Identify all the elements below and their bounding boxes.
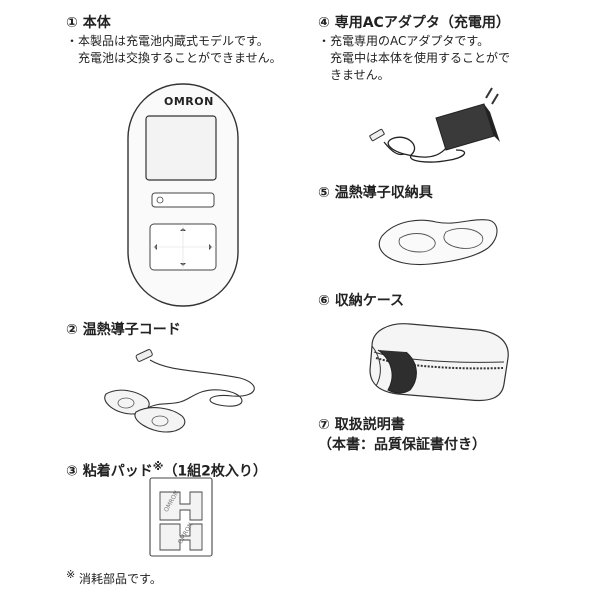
adapter-note-1: ・充電専用のACアダプタです。: [318, 34, 490, 48]
cord-title: ② 温熱導子コード: [66, 322, 181, 338]
device-brand-logo: OMRON: [164, 95, 214, 108]
adapter-title: ④ 専用ACアダプタ（充電用）: [318, 15, 510, 31]
adapter-note-2: 充電中は本体を使用することがで: [318, 51, 511, 65]
body-note-2: 充電池は交換することができません。: [66, 51, 282, 65]
footnote: ※ 消耗部品です。: [66, 568, 162, 586]
case-title: ⑥ 収納ケース: [318, 293, 405, 309]
device-power-button: [151, 192, 215, 208]
manual-title: ⑦ 取扱説明書: [318, 417, 405, 433]
device-screen: [145, 115, 217, 181]
storage-title: ⑤ 温熱導子収納具: [318, 185, 433, 201]
adapter-note-3: きません。: [318, 68, 390, 82]
pads-consumable-mark: ※: [152, 460, 164, 473]
footnote-mark: ※: [66, 568, 76, 581]
pads-title: ③ 粘着パッド※（1組2枚入り）: [66, 460, 267, 480]
manual-subtitle: （本書：品質保証書付き）: [318, 437, 486, 453]
body-title: ① 本体: [66, 15, 111, 31]
body-note-1: ・本製品は充電池内蔵式モデルです。: [66, 34, 269, 48]
